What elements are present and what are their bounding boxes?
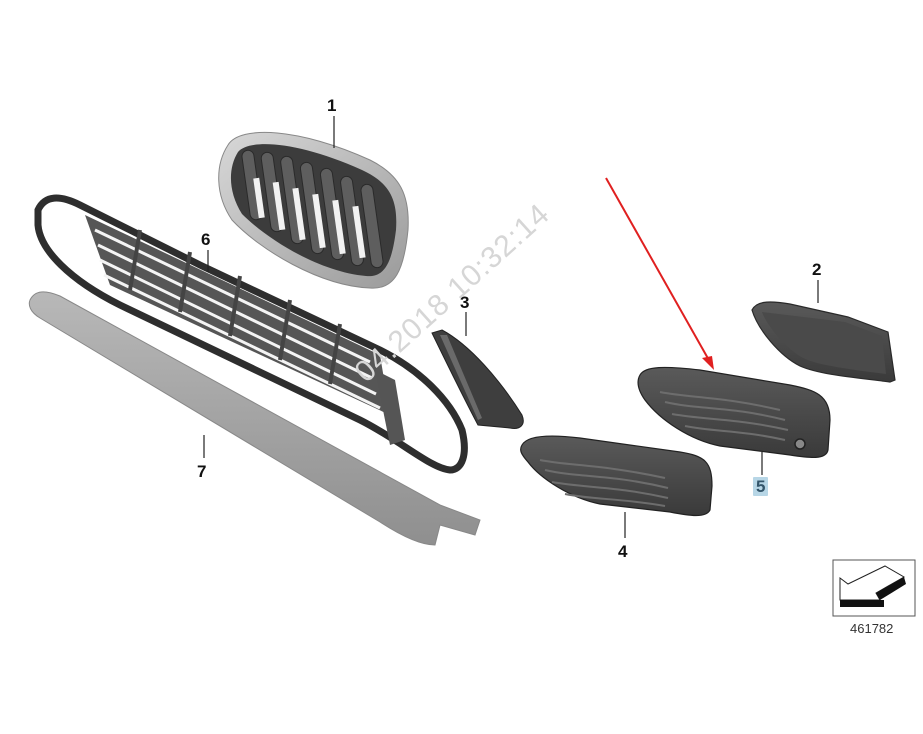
red-arrow-indicator: [605, 177, 714, 370]
callout-3[interactable]: 3: [460, 293, 470, 312]
callout-6[interactable]: 6: [201, 230, 211, 249]
part-5-side-grille-right[interactable]: [637, 366, 831, 458]
part-2-blanking-cover[interactable]: [751, 301, 896, 383]
part-3-trim-cover-corner[interactable]: [431, 329, 524, 429]
diagram-number: 461782: [850, 621, 894, 636]
diagram-reference-icon: [832, 559, 916, 617]
callout-4[interactable]: 4: [618, 542, 628, 561]
part-4-side-grille-left[interactable]: [520, 435, 713, 517]
part-7-lower-trim-strip[interactable]: [28, 291, 481, 546]
callout-1[interactable]: 1: [327, 96, 337, 115]
part-6-lower-center-grille[interactable]: [34, 194, 468, 474]
callout-2[interactable]: 2: [812, 260, 822, 279]
part-1-kidney-grille[interactable]: [218, 131, 409, 289]
callout-5-highlighted[interactable]: 5: [753, 477, 769, 496]
callout-7[interactable]: 7: [197, 462, 207, 481]
